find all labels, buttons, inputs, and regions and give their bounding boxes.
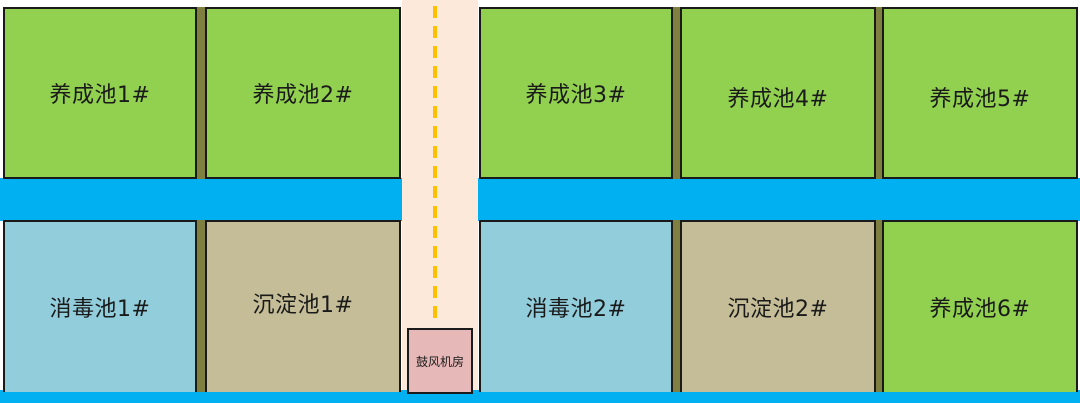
pond-label: 养成池1#: [49, 83, 151, 108]
rearing-pond-5: 养成池5#: [882, 7, 1078, 179]
pond-label: 沉淀池2#: [727, 297, 829, 322]
rearing-pond-3: 养成池3#: [479, 7, 673, 179]
blower-room: 鼓风机房: [407, 328, 473, 394]
central-road: [402, 0, 478, 390]
water-channel-top-right: [478, 178, 1080, 221]
pond-label: 沉淀池1#: [252, 293, 354, 318]
pond-divider: [875, 7, 883, 179]
sedimentation-pond-1: 沉淀池1#: [205, 220, 401, 392]
pond-divider: [875, 220, 883, 392]
rearing-pond-4: 养成池4#: [680, 7, 876, 179]
pond-label: 养成池3#: [525, 83, 627, 108]
pond-divider: [671, 220, 681, 392]
pond-divider: [196, 220, 206, 392]
water-channel-bottom: [0, 390, 1080, 403]
sedimentation-pond-2: 沉淀池2#: [680, 220, 876, 392]
water-channel-top-left: [0, 178, 402, 221]
pond-label: 养成池5#: [929, 87, 1031, 112]
disinfection-pond-1: 消毒池1#: [3, 220, 197, 392]
rearing-pond-1: 养成池1#: [3, 7, 197, 179]
disinfection-pond-2: 消毒池2#: [479, 220, 673, 392]
pond-divider: [196, 7, 206, 179]
rearing-pond-2: 养成池2#: [205, 7, 401, 179]
pond-label: 养成池6#: [929, 297, 1031, 322]
pond-label: 养成池4#: [727, 87, 829, 112]
pond-label: 消毒池2#: [525, 297, 627, 322]
rearing-pond-6: 养成池6#: [882, 220, 1078, 392]
blower-room-label: 鼓风机房: [415, 354, 464, 369]
pond-label: 养成池2#: [252, 83, 354, 108]
aeration-pipeline: [433, 6, 437, 324]
pond-label: 消毒池1#: [49, 297, 151, 322]
pond-divider: [671, 7, 681, 179]
